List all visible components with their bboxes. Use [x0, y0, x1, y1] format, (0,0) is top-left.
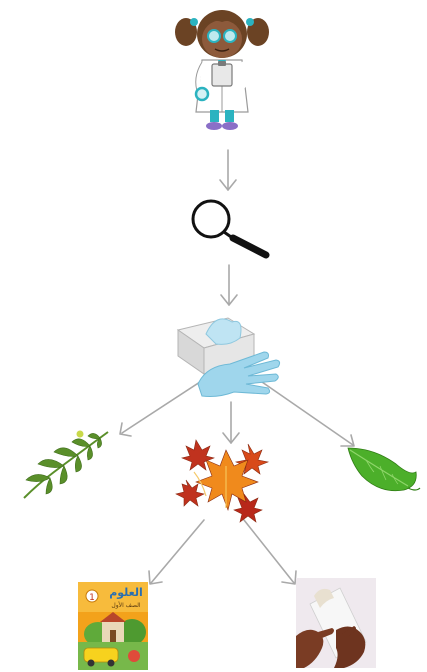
book-grade: 1 [89, 593, 95, 603]
arrow-scientist-to-magnifier [220, 150, 236, 190]
arrow-magnifier-to-tissue [221, 265, 237, 305]
book-title: العلوم [109, 586, 143, 599]
magnifying-glass-icon [186, 195, 272, 259]
scientist-girl-icon [172, 2, 272, 132]
green-leaf-icon [344, 442, 422, 498]
book-subtitle: الصف الأول [111, 601, 140, 609]
tissue-box-glove-icon [172, 308, 284, 404]
hands-rubbing-paper-icon [296, 578, 376, 668]
science-book-icon: 1 العلوم الصف الأول [78, 582, 148, 670]
arrow-maple-to-hands [244, 520, 296, 584]
fern-leaf-icon [18, 428, 114, 502]
maple-leaves-icon [176, 436, 276, 524]
arrow-maple-to-book [149, 520, 204, 584]
